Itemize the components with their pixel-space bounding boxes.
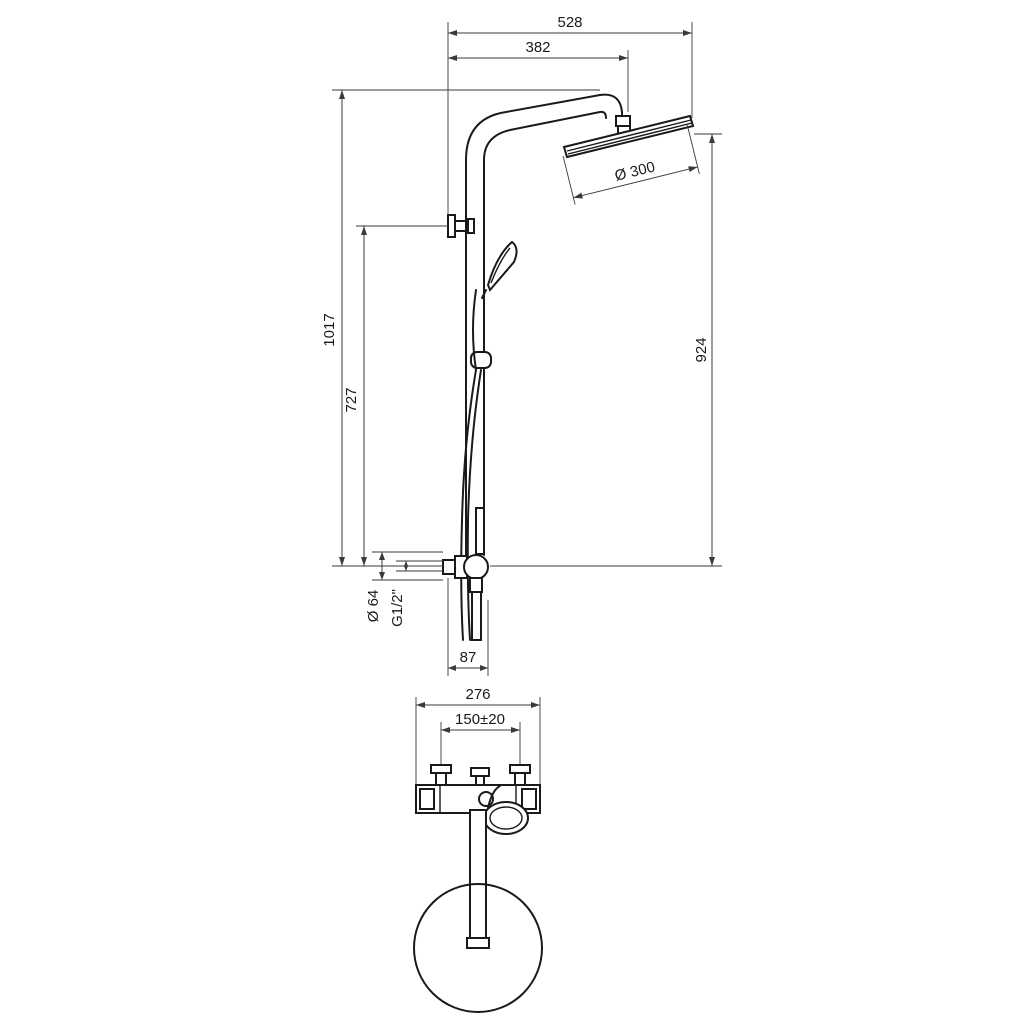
dim-276-label: 276 [465, 686, 490, 703]
dim-87-label: 87 [460, 649, 477, 666]
dim-overall-width: 528 [447, 14, 693, 215]
riser-pipe-outer [465, 93, 623, 556]
thermostatic-mixer-side [442, 507, 489, 641]
dim-150-label: 150±20 [455, 711, 505, 728]
riser-top-end [466, 937, 490, 949]
inlet-center [470, 767, 490, 787]
dim-head-height: 924 [490, 133, 722, 567]
shower-hose [460, 369, 477, 641]
dim-diameter-300-label: Ø 300 [613, 158, 657, 184]
side-view: 528 382 1017 727 [321, 14, 722, 676]
inlet-right [509, 764, 531, 786]
dim-bracket-height: 727 [343, 225, 448, 566]
rain-shower-head-top [413, 883, 543, 1013]
dim-mixer-width: 276 [415, 686, 541, 795]
riser-top [469, 809, 487, 945]
dim-outlet-diameter: Ø 64 [365, 551, 443, 623]
wall-bracket [447, 214, 475, 238]
dim-924-label: 924 [693, 337, 710, 362]
shower-hose-inner [466, 369, 482, 641]
riser-pipe-inner [483, 110, 607, 556]
dim-1017-label: 1017 [321, 313, 338, 346]
dim-thread-size: G1/2" [389, 560, 443, 627]
dim-arm-reach: 382 [448, 39, 629, 112]
dim-diameter-64-label: Ø 64 [365, 590, 382, 623]
top-view: 276 150±20 [413, 686, 543, 1013]
dim-727-label: 727 [343, 387, 360, 412]
dim-wall-offset: 87 [447, 578, 489, 676]
dim-overall-height: 1017 [321, 89, 600, 567]
dim-528-label: 528 [557, 14, 582, 31]
inlet-left [430, 764, 452, 786]
rain-shower-head [562, 114, 695, 159]
hand-shower [481, 240, 518, 299]
dim-thread-label: G1/2" [389, 589, 406, 627]
dim-382-label: 382 [525, 39, 550, 56]
dim-inlet-spacing: 150±20 [440, 711, 521, 765]
